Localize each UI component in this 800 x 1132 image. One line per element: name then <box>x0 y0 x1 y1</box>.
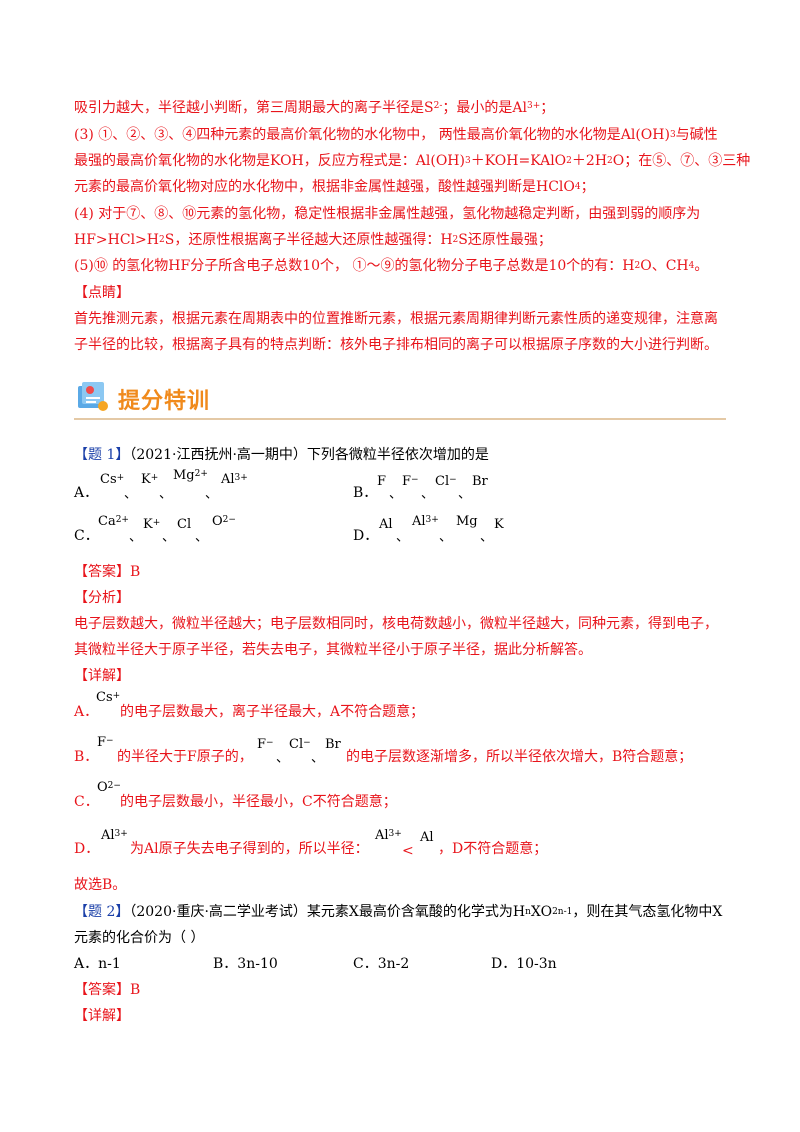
q1-option-c-label: C． <box>74 528 99 544</box>
intro-line-5: (4) 对于⑦、⑧、⑩元素的氢化物，稳定性根据非金属性越强，氢化物越稳定判断，由… <box>74 206 701 222</box>
q1-detail-label: 【详解】 <box>74 668 130 684</box>
q1-a-ion-2: K+ <box>141 472 159 487</box>
q1-analysis-line-1: 电子层数越大，微粒半径越大；电子层数相同时，核电荷数越小，微粒半径越大，同种元素… <box>74 616 718 632</box>
q1-d-sep: 、 <box>396 530 410 545</box>
dianjing-line-2: 子半径的比较，根据离子具有的特点判断：核外电子排布相同的离子可以根据原子序数的大… <box>74 337 718 353</box>
q1-label: 【题 1】 <box>74 447 130 463</box>
q1-a-sep: 、 <box>159 487 173 502</box>
q1-analysis-label: 【分析】 <box>74 590 130 606</box>
answer-value: B <box>130 564 141 580</box>
detail-b-ion-4: Br <box>325 737 341 752</box>
detail-b-text: 的电子层数逐渐增多，所以半径依次增大，B符合题意； <box>346 749 693 765</box>
detail-b-sep: 、 <box>311 751 325 766</box>
q1-c-sep: 、 <box>195 530 209 545</box>
answer-label: 【答案】 <box>74 982 130 998</box>
q1-a-sep: 、 <box>205 487 219 502</box>
q1-conclusion: 故选B。 <box>74 877 127 893</box>
q1-c-ion-1: Ca2+ <box>98 514 129 529</box>
q1-b-sep: 、 <box>389 487 403 502</box>
q1-a-sep: 、 <box>124 487 138 502</box>
detail-d-mid: 为Al原子失去电子得到的，所以半径： <box>130 841 369 857</box>
q1-answer: 【答案】B <box>74 563 140 581</box>
dianjing-line-1: 首先推测元素，根据元素在周期表中的位置推断元素，根据元素周期律判断元素性质的递变… <box>74 311 718 327</box>
detail-c-ion: O2− <box>97 780 121 795</box>
detail-a-label: A． <box>74 704 99 720</box>
q1-b-ion-1: F <box>377 474 387 489</box>
q1-option-d-label: D． <box>353 528 379 544</box>
detail-b-mid: 的半径大于F原子的， <box>117 749 253 765</box>
q1-c-ion-2: K+ <box>143 517 161 532</box>
detail-d-lt: < <box>402 843 414 859</box>
q2-stem-line-2: 元素的化合价为（ ） <box>74 930 205 946</box>
detail-b-ion-2: F− <box>257 737 274 752</box>
detail-d-text: ，D不符合题意； <box>438 841 548 857</box>
q1-a-ion-4: Al3+ <box>221 472 248 487</box>
q1-b-sep: 、 <box>458 487 472 502</box>
section-divider <box>74 418 726 420</box>
q2-option-c: C．3n-2 <box>353 956 410 972</box>
q1-d-ion-4: K <box>494 517 504 532</box>
detail-a-ion: Cs+ <box>96 690 121 705</box>
q1-option-b-label: B． <box>353 485 378 501</box>
detail-d-ion-3: Al <box>420 830 434 845</box>
detail-c-text: 的电子层数最小，半径最小，C不符合题意； <box>120 794 397 810</box>
intro-line-4: 元素的最高价氧化物对应的水化物中，根据非金属性越强，酸性越强判断是HClO4； <box>74 179 595 195</box>
answer-value: B <box>130 982 141 998</box>
detail-b-ion-3: Cl− <box>289 737 311 752</box>
detail-b-ion-1: F− <box>97 735 114 750</box>
intro-line-1: 吸引力越大，半径越小判断，第三周期最大的离子半径是S2-；最小的是Al3+； <box>74 100 555 116</box>
answer-label: 【答案】 <box>74 564 130 580</box>
dianjing-label: 【点睛】 <box>74 285 130 301</box>
q1-b-ion-4: Br <box>472 474 488 489</box>
q1-b-ion-2: F− <box>402 474 419 489</box>
detail-b-label: B． <box>74 749 99 765</box>
q1-a-ion-3: Mg2+ <box>173 468 208 483</box>
q1-c-ion-3: Cl <box>177 517 192 532</box>
detail-a-text: 的电子层数最大，离子半径最大，A不符合题意； <box>120 704 425 720</box>
q1-d-ion-3: Mg <box>456 514 478 529</box>
detail-c-label: C． <box>74 794 99 810</box>
q1-d-ion-2: Al3+ <box>412 514 439 529</box>
intro-line-3: 最强的最高价氧化物的水化物是KOH，反应方程式是：Al(OH)3＋KOH=KAl… <box>74 153 751 169</box>
q1-stem-text: （2021·江西抚州·高一期中）下列各微粒半径依次增加的是 <box>129 447 489 463</box>
q2-option-b: B．3n-10 <box>213 956 278 972</box>
q1-b-ion-3: Cl− <box>435 474 457 489</box>
q1-option-a-label: A． <box>74 485 99 501</box>
intro-line-2: (3) ①、②、③、④四种元素的最高价氧化物的水化物中， 两性最高价氧化物的水化… <box>74 127 718 143</box>
section-icon <box>76 378 110 412</box>
detail-d-ion-2: Al3+ <box>375 828 402 843</box>
q1-stem: 【题 1】（2021·江西抚州·高一期中）下列各微粒半径依次增加的是 <box>74 446 489 464</box>
q1-a-ion-1: Cs+ <box>100 472 125 487</box>
intro-line-6: HF>HCl>H2S，还原性根据离子半径越大还原性越强得：H2S还原性最强； <box>74 232 552 248</box>
q2-label: 【题 2】 <box>74 904 130 920</box>
q1-b-sep: 、 <box>421 487 435 502</box>
q1-c-sep: 、 <box>162 530 176 545</box>
q1-c-sep: 、 <box>129 530 143 545</box>
q1-d-sep: 、 <box>480 530 494 545</box>
section-title: 提分特训 <box>118 389 211 414</box>
detail-b-sep: 、 <box>276 751 290 766</box>
q2-option-d: D．10-3n <box>491 956 557 972</box>
q2-stem-line-1: 【题 2】（2020·重庆·高二学业考试）某元素X最高价含氧酸的化学式为HnXO… <box>74 904 723 920</box>
q1-analysis-line-2: 其微粒半径大于原子半径，若失去电子，其微粒半径小于原子半径，据此分析解答。 <box>74 642 592 658</box>
q1-d-sep: 、 <box>439 530 453 545</box>
q1-c-ion-4: O2− <box>212 514 236 529</box>
q2-answer: 【答案】B <box>74 981 140 999</box>
q1-d-ion-1: Al <box>379 517 393 532</box>
q2-option-a: A．n-1 <box>74 956 121 972</box>
detail-d-label: D． <box>74 841 100 857</box>
intro-line-7: (5)⑩ 的氢化物HF分子所含电子总数10个， ①～⑨的氢化物分子电子总数是10… <box>74 258 709 274</box>
q2-detail-label: 【详解】 <box>74 1008 130 1024</box>
detail-d-ion: Al3+ <box>101 828 128 843</box>
